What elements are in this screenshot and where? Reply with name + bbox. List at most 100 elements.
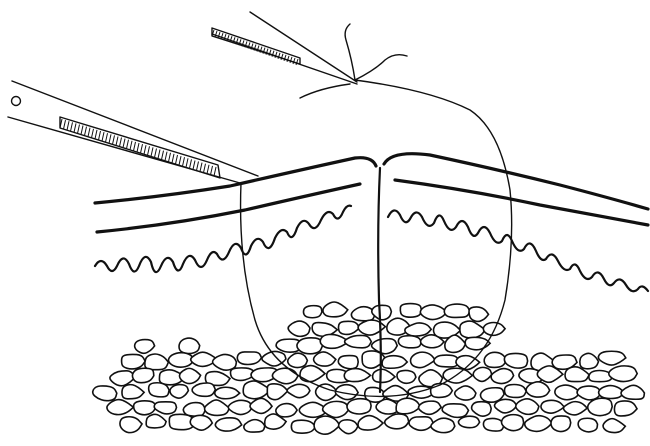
fat-cell: [614, 401, 637, 416]
fat-cell: [609, 366, 637, 382]
fat-cell: [373, 369, 395, 382]
fat-cell: [110, 371, 135, 386]
serration-tick: [162, 151, 164, 160]
serration-tick: [106, 133, 108, 142]
serration-tick: [144, 145, 146, 154]
suture-tail-right: [355, 55, 407, 80]
fat-cell: [578, 418, 597, 432]
fat-cell: [303, 306, 321, 318]
fat-cell: [409, 417, 433, 431]
forceps-upper: [212, 12, 357, 84]
fat-cell: [491, 369, 513, 384]
fat-cell: [372, 305, 392, 320]
serration-tick: [71, 122, 73, 131]
fat-cell: [192, 383, 215, 396]
fat-cell: [323, 401, 349, 417]
fat-cell: [551, 416, 571, 432]
forceps-ring-handle: [12, 97, 21, 106]
serration-tick: [193, 161, 195, 170]
fat-cell: [431, 383, 453, 397]
fat-cell: [180, 368, 201, 383]
fat-cell: [122, 354, 146, 369]
fat-cell: [577, 386, 601, 400]
fat-cell: [397, 370, 416, 383]
fat-cell: [338, 321, 359, 334]
fat-cell: [179, 338, 200, 354]
fat-cell: [213, 354, 237, 370]
serration-tick: [109, 134, 111, 143]
fat-cell: [154, 402, 176, 414]
fat-cell: [495, 399, 517, 413]
fat-cell: [580, 353, 599, 368]
fat-cell: [400, 304, 421, 318]
fat-cell: [107, 400, 134, 415]
serration-tick: [158, 150, 160, 159]
fat-cell: [272, 368, 297, 384]
suture-tail-left: [300, 84, 350, 98]
fat-cell: [504, 384, 526, 397]
serration-tick: [95, 130, 97, 139]
fat-cell: [122, 385, 144, 399]
fat-cell: [250, 398, 272, 413]
papillary-layer: [95, 206, 648, 292]
serration-tick: [172, 154, 174, 163]
serration-tick: [123, 139, 125, 148]
fat-cell: [338, 356, 358, 369]
fat-cell: [541, 400, 564, 413]
fat-cell: [314, 352, 336, 366]
papillary-wave-right: [388, 210, 648, 291]
fat-cell: [314, 416, 340, 434]
fat-cell: [339, 420, 358, 434]
fat-cell: [276, 404, 297, 417]
fat-cell: [588, 398, 612, 415]
fat-cell: [516, 399, 539, 415]
fat-cell: [420, 305, 446, 320]
suture-tail-up: [345, 24, 355, 80]
fat-cell: [599, 386, 624, 399]
fat-cell: [146, 414, 166, 428]
serration-tick: [64, 120, 66, 129]
serration-tick: [183, 157, 185, 166]
fat-cell: [190, 415, 212, 430]
fat-cell: [473, 367, 491, 381]
forceps-lower-serration-box: [60, 117, 220, 178]
serration-tick: [165, 152, 167, 161]
serration-tick: [155, 149, 157, 158]
dermis-line-left: [97, 184, 360, 232]
epidermis-line-left: [95, 158, 376, 203]
fat-cell: [502, 415, 524, 431]
fat-cell: [168, 353, 193, 368]
serration-tick: [127, 140, 129, 149]
serration-tick: [81, 126, 83, 135]
fat-cell: [598, 351, 625, 365]
fat-cell: [351, 307, 375, 321]
serration-tick: [120, 138, 122, 147]
fat-cell: [291, 420, 315, 433]
fat-cell: [525, 416, 552, 432]
serration-tick: [78, 125, 80, 134]
serration-tick: [74, 123, 76, 132]
fat-cell: [419, 401, 442, 414]
serration-tick: [204, 164, 206, 173]
fat-cell: [411, 352, 436, 368]
fat-cell: [93, 386, 117, 401]
serration-tick: [134, 142, 136, 151]
fat-cell: [120, 417, 142, 433]
fat-cell: [504, 353, 527, 368]
serration-tick: [200, 163, 202, 172]
fat-cell: [135, 340, 155, 354]
fat-cell: [444, 304, 469, 317]
serration-tick: [88, 128, 90, 137]
fat-cell: [385, 414, 409, 429]
serration-tick: [137, 143, 139, 152]
fat-cell: [132, 368, 153, 382]
fat-cell: [469, 307, 489, 322]
fat-cell: [228, 400, 252, 414]
serration-tick: [67, 121, 69, 130]
serration-tick: [99, 131, 101, 140]
fat-cell: [458, 416, 479, 427]
serration-tick: [102, 132, 104, 141]
fat-cell: [526, 382, 550, 397]
serration-tick: [148, 146, 150, 155]
fat-cell: [237, 352, 261, 365]
